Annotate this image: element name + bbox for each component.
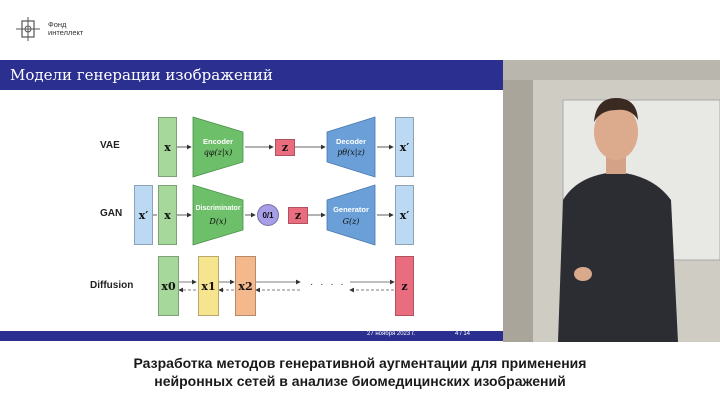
generator-formula: G(z) <box>342 217 360 226</box>
encoder-trapezoid <box>192 116 244 178</box>
diffusion-x0-box: x0 <box>158 256 179 316</box>
gan-output-box: x′ <box>395 185 414 245</box>
slide-footer-date: 27 ноября 2023 г. <box>367 331 415 337</box>
vae-output-box: x′ <box>395 117 414 177</box>
discriminator-formula: D(x) <box>209 217 227 226</box>
logo-text: Фонд интеллект <box>48 21 83 37</box>
fond-intellekt-logo: Фонд интеллект <box>14 12 124 46</box>
caption-line2: нейронных сетей в анализе биомедицинских… <box>154 373 566 389</box>
diffusion-x2-box: x2 <box>235 256 256 316</box>
presentation-slide: Модели генерации изображений <box>0 60 503 391</box>
speaker-video <box>503 60 720 342</box>
row-label-gan: GAN <box>100 208 123 219</box>
speaker-scene-illustration <box>503 60 720 342</box>
row-label-vae: VAE <box>100 140 120 151</box>
decoder-formula: pθ(x|z) <box>337 148 365 157</box>
slide-footer-page: 4 / 14 <box>455 331 471 337</box>
logo-line2: интеллект <box>48 28 84 37</box>
diffusion-ellipsis: · · · · <box>310 279 346 290</box>
discriminator-trapezoid <box>192 184 244 246</box>
discriminator-label: Discriminator <box>195 205 241 212</box>
gan-latent-box: z <box>288 207 308 224</box>
encoder-formula: qφ(z|x) <box>203 148 233 157</box>
logo-icon <box>16 17 40 41</box>
encoder-label: Encoder <box>202 137 233 146</box>
diffusion-z-box: z <box>395 256 414 316</box>
row-label-diffusion: Diffusion <box>90 280 134 291</box>
decoder-label: Decoder <box>335 137 366 146</box>
slide-title-bar: Модели генерации изображений <box>0 60 503 90</box>
decoder-trapezoid <box>326 116 376 178</box>
gan-real-box: x′ <box>134 185 153 245</box>
vae-latent-box: z <box>275 139 295 156</box>
slide-footer-bar <box>0 331 503 341</box>
diagram-canvas <box>153 116 395 293</box>
slide-title: Модели генерации изображений <box>10 66 273 84</box>
generator-trapezoid <box>326 184 376 246</box>
logo-line1: Фонд <box>48 20 67 29</box>
generator-label: Generator <box>333 205 369 214</box>
gan-input-box: x <box>158 185 177 245</box>
caption-line1: Разработка методов генеративной аугмента… <box>133 355 587 371</box>
gan-decision-circle: 0/1 <box>257 204 279 226</box>
caption-area: Разработка методов генеративной аугмента… <box>0 342 720 405</box>
diffusion-x1-box: x1 <box>198 256 219 316</box>
talk-title-caption: Разработка методов генеративной аугмента… <box>0 354 720 390</box>
vae-input-box: x <box>158 117 177 177</box>
